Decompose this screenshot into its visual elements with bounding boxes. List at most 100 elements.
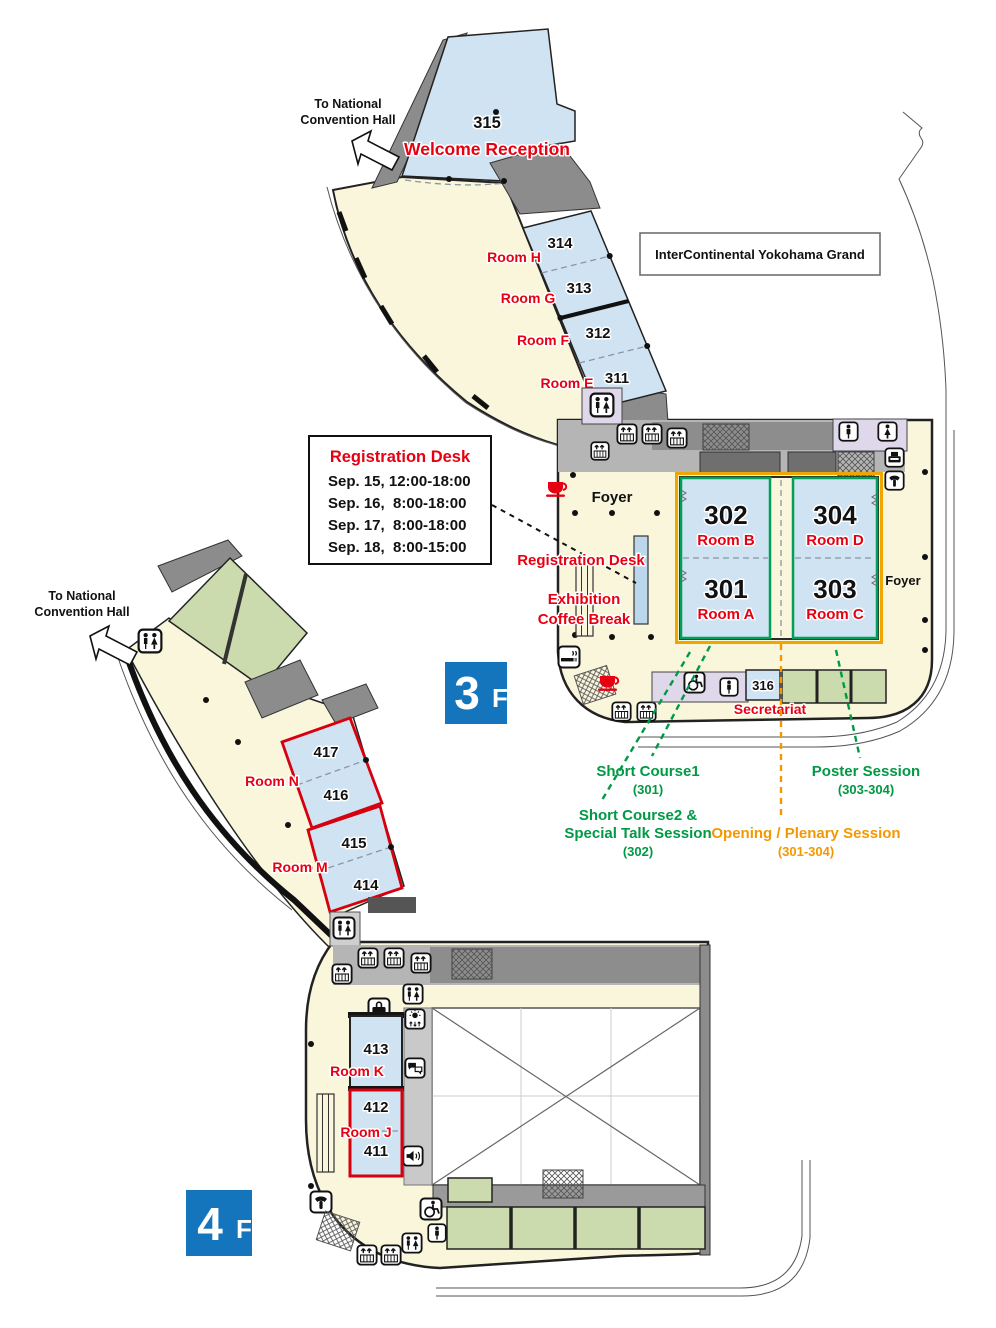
f4-left-escalator (316, 1093, 335, 1173)
rooms-orange-border (675, 472, 883, 644)
floor4-badge-box (186, 1190, 252, 1256)
f3-wing-rooms-band: 314 313 312 311 Room H Room G Room F Roo… (486, 210, 668, 409)
elevator-icon (590, 441, 610, 461)
room-414-number: 414 (353, 877, 379, 894)
room-415-number: 415 (341, 835, 366, 852)
room-b-label: Room B (697, 532, 755, 549)
room-c-label: Room C (806, 606, 864, 623)
hotel-label-box (639, 232, 881, 276)
service-room (699, 451, 781, 475)
restroom-icon (402, 983, 424, 1005)
secretariat-label: Secretariat (734, 701, 807, 717)
floor4-badge-suffix: F (236, 1214, 252, 1244)
schedule-line: Sep. 17, 8:00-18:00 (328, 517, 466, 534)
f4-wall-top (157, 539, 243, 593)
room-304-number: 304 (813, 500, 857, 530)
room-315-number: 315 (473, 114, 501, 132)
elevator-icon (666, 427, 688, 449)
short-course1-title: Short Course1 (596, 763, 699, 780)
room-m-block (306, 804, 404, 914)
exhibition-label-line1: Exhibition (548, 591, 621, 608)
door-dot (644, 343, 651, 349)
f4-annex-wall (368, 897, 416, 913)
elevator-icon (383, 947, 405, 969)
void-cross (431, 1007, 701, 1186)
short-course1-leader (650, 645, 712, 757)
restroom-icon (332, 916, 356, 940)
poster-leader (834, 649, 862, 759)
registration-desk-map-label: Registration Desk (517, 552, 645, 569)
room-416-number: 416 (323, 787, 348, 804)
room-n-label: Room N (245, 773, 299, 789)
rooms-middle-corridor (770, 478, 793, 638)
mens-restroom-icon (719, 677, 739, 697)
column-dots (203, 697, 313, 871)
floor3-map: 315 Welcome Reception 314 313 312 311 Ro… (300, 28, 955, 859)
stairs (702, 423, 750, 451)
f4-nav-to-convention-hall: To National Convention Hall (34, 589, 139, 667)
column-dot (308, 1183, 314, 1189)
green-room-dividers (509, 1207, 641, 1249)
restroom-icon (137, 628, 163, 654)
wall-313-312 (560, 299, 629, 320)
f4-rooms-n-m: 417 416 Room N 415 414 Room M (244, 716, 404, 914)
nav-line1: To National (314, 97, 381, 111)
floor3-badge: 3 F (445, 662, 508, 724)
short-course2-leader (600, 651, 692, 801)
column-dot (501, 178, 507, 184)
schedule-line: Sep. 18, 8:00-15:00 (328, 539, 466, 556)
stairs (451, 948, 493, 980)
short-course2-rooms: (302) (623, 844, 653, 859)
foyer-escalator (575, 563, 594, 637)
door-dot (388, 844, 394, 850)
room-316-number: 316 (752, 678, 774, 693)
f4-outer-line-2 (436, 1160, 811, 1297)
f4-wall-room-n (321, 683, 379, 725)
f3-wing-corridor (331, 175, 594, 447)
elevator-icon (410, 952, 432, 974)
room-j-label: Room J (340, 1124, 391, 1140)
divider-417-416 (296, 759, 367, 786)
nav-line2: Convention Hall (300, 113, 395, 127)
nav-line1: To National (48, 589, 115, 603)
hotel-building-outline-2 (638, 430, 955, 748)
f4-right-wall (699, 944, 711, 1256)
phone-icon (309, 1190, 333, 1214)
mens-restroom-icon (838, 421, 859, 442)
elevator-icon (611, 701, 632, 722)
f4-top-corridor (331, 945, 705, 985)
f4-atrium-void (431, 1007, 701, 1186)
schedule-line: Sep. 16, 8:00-18:00 (328, 495, 466, 512)
wheelchair-access-icon (419, 1197, 443, 1221)
room-d-label: Room D (806, 532, 864, 549)
column-dot (308, 1041, 314, 1047)
registration-schedule-box (308, 435, 492, 565)
f4-outer-line-1 (436, 1160, 803, 1289)
floor3-badge-box (445, 662, 507, 724)
f3-session-annotations: Short Course1 (301) Short Course2 & Spec… (564, 644, 920, 859)
interpreter-booth-icon (404, 1057, 426, 1079)
hotel-building-outline (638, 111, 947, 738)
room-n-block (280, 716, 384, 830)
lighting-control-icon (404, 1008, 426, 1030)
room-314-number: 314 (547, 235, 573, 252)
rooms-dashed-dividers (683, 480, 875, 636)
f4-wall-mid (244, 659, 319, 719)
restroom-icon (589, 392, 615, 418)
elevator-icon (357, 947, 379, 969)
f4-rooms-k-j: 413 Room K 412 Room J 411 (329, 1012, 404, 1178)
f3-corridor-dashed-edge (404, 179, 506, 186)
coffee-icon (545, 481, 568, 498)
elevator-icon (356, 1244, 378, 1266)
poster-title: Poster Session (812, 763, 920, 780)
f4-bottom-row (309, 1169, 706, 1266)
stairs (315, 1210, 361, 1252)
room-g-label: Room G (501, 290, 556, 306)
opening-title: Opening / Plenary Session (711, 825, 900, 842)
registration-leader-line (491, 504, 637, 584)
column-dot (446, 176, 452, 182)
f3-foyer: Foyer Foyer (545, 469, 928, 653)
restroom-icon (401, 1232, 423, 1254)
elevator-icon (380, 1244, 402, 1266)
